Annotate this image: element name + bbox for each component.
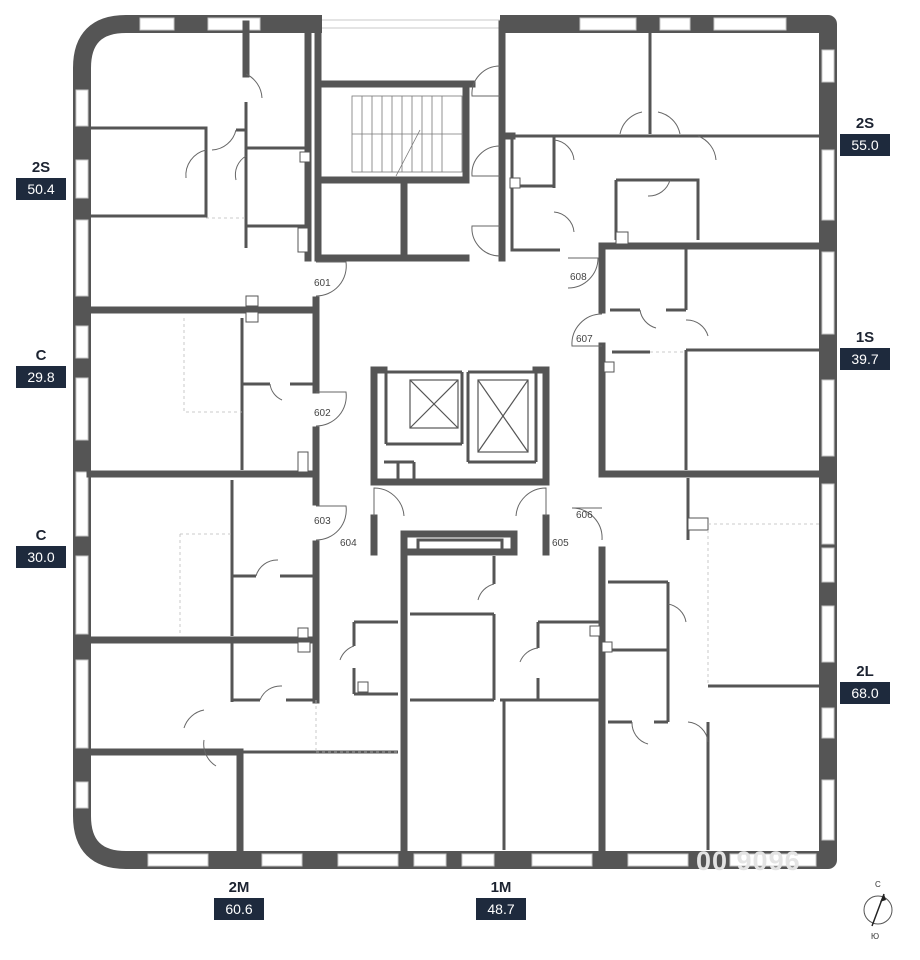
apartment-area: 55.0 (840, 134, 890, 156)
apartment-area: 39.7 (840, 348, 890, 370)
apartment-type: 1S (840, 328, 890, 348)
compass-south-label: Ю (871, 932, 880, 941)
compass-north-label: С (875, 880, 881, 889)
apartment-type: 2L (840, 662, 890, 682)
apartment-area: 60.6 (214, 898, 264, 920)
watermark: 00 9096 (696, 846, 801, 876)
apartment-label-1m[interactable]: 1M 48.7 (476, 878, 526, 920)
compass: С Ю (858, 880, 898, 941)
apartment-label-2s-right[interactable]: 2S 55.0 (840, 114, 890, 156)
apartment-type: C (16, 526, 66, 546)
door-swings (183, 65, 717, 767)
apartment-area: 48.7 (476, 898, 526, 920)
compass-icon (863, 893, 893, 927)
apartment-area: 50.4 (16, 178, 66, 200)
apartment-type: 2M (214, 878, 264, 898)
outer-walls (73, 15, 837, 869)
apartment-label-2m[interactable]: 2M 60.6 (214, 878, 264, 920)
door-602: 602 (314, 408, 331, 419)
door-601: 601 (314, 278, 331, 289)
apartment-type: C (16, 346, 66, 366)
ventilation-shafts (245, 151, 709, 693)
door-608: 608 (570, 272, 587, 283)
door-605: 605 (552, 538, 569, 549)
thin-walls (90, 30, 820, 850)
apartment-area: 68.0 (840, 682, 890, 704)
apartment-area: 29.8 (16, 366, 66, 388)
staircase (351, 95, 463, 177)
door-603: 603 (314, 516, 331, 527)
apartment-area: 30.0 (16, 546, 66, 568)
door-numbers: 601 602 603 604 605 606 607 608 (314, 272, 593, 549)
door-604: 604 (340, 538, 357, 549)
apartment-label-1s[interactable]: 1S 39.7 (840, 328, 890, 370)
apartment-label-c-lower[interactable]: C 30.0 (16, 526, 66, 568)
apartment-label-2s-left[interactable]: 2S 50.4 (16, 158, 66, 200)
apartment-type: 2S (16, 158, 66, 178)
elevators (409, 379, 529, 453)
apartment-type: 1M (476, 878, 526, 898)
apartment-type: 2S (840, 114, 890, 134)
dashed-outlines (179, 217, 820, 753)
door-607: 607 (576, 334, 593, 345)
apartment-label-2l[interactable]: 2L 68.0 (840, 662, 890, 704)
interior-walls (86, 20, 824, 854)
windows (75, 17, 835, 867)
top-terrace (322, 19, 500, 29)
apartment-label-c-upper[interactable]: C 29.8 (16, 346, 66, 388)
door-606: 606 (576, 510, 593, 521)
